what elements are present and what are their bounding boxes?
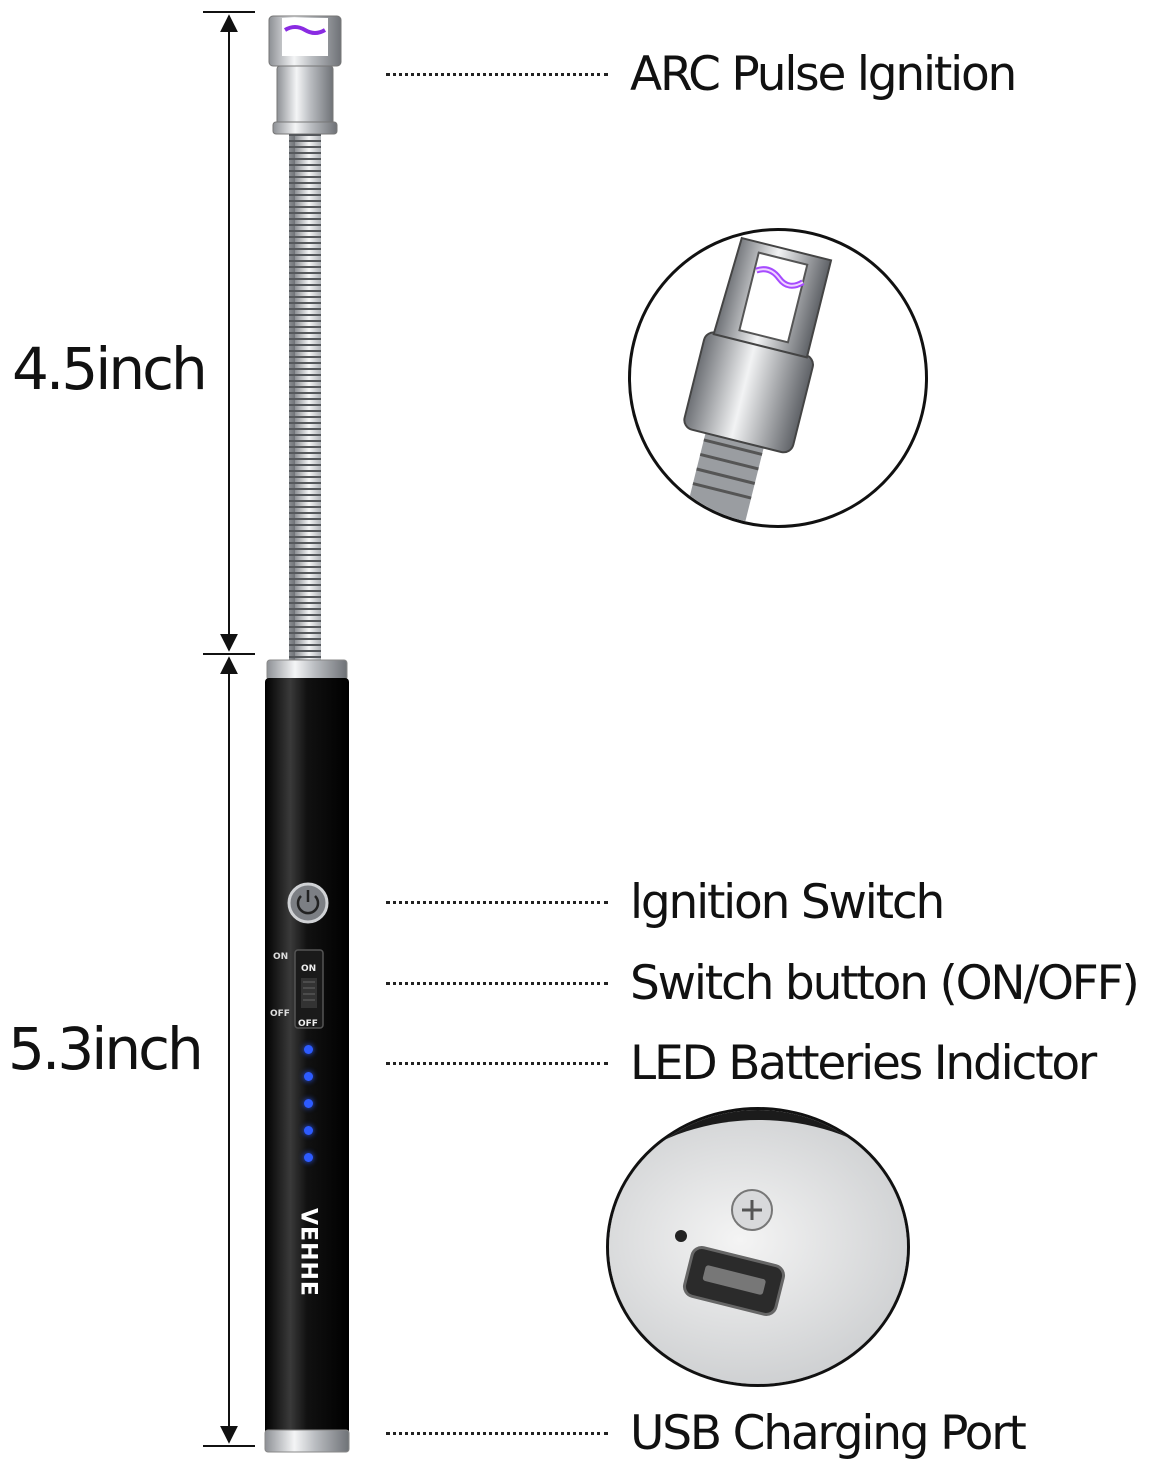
leader-line (386, 981, 608, 985)
callout-ignition-switch: lgnition Switch (386, 872, 945, 932)
flexible-neck (289, 134, 321, 662)
switch-off-label-inner: OFF (298, 1019, 318, 1029)
led-dot (304, 1099, 313, 1108)
switch-on-label: ON (273, 952, 289, 962)
callout-label: Switch button (ON/OFF) (630, 955, 1140, 1011)
lighter-illustration (264, 15, 350, 1453)
lower-length-label: 5.3inch (8, 1015, 204, 1083)
leader-line (386, 900, 608, 904)
callout-led-indicator: LED Batteries Indictor (386, 1033, 1097, 1093)
switch-on-label-inner: ON (301, 964, 317, 974)
leader-line (386, 1061, 608, 1065)
lighter-body (265, 678, 349, 1434)
leader-line (386, 72, 608, 76)
leader-line (386, 1431, 608, 1435)
callout-label: LED Batteries Indictor (630, 1035, 1097, 1091)
led-dot (304, 1126, 313, 1135)
led-dot (304, 1072, 313, 1081)
callout-label: USB Charging Port (630, 1405, 1027, 1461)
upper-length-label: 4.5inch (12, 335, 208, 403)
callout-label: ARC Pulse lgnition (630, 46, 1017, 102)
callout-label: lgnition Switch (630, 874, 945, 930)
arc-tip-head (268, 15, 342, 135)
arc-tip-closeup (628, 228, 928, 528)
led-dot (304, 1153, 313, 1162)
callout-arc-pulse-ignition: ARC Pulse lgnition (386, 44, 1017, 104)
callout-usb-charging-port: USB Charging Port (386, 1403, 1027, 1463)
led-dot (304, 1045, 313, 1054)
switch-off-label: OFF (270, 1009, 290, 1019)
usb-port-closeup (606, 1107, 910, 1387)
callout-switch-button: Switch button (ON/OFF) (386, 953, 1140, 1013)
brand-logo-text: VEHHE (295, 1208, 321, 1297)
ignition-button (287, 882, 329, 924)
